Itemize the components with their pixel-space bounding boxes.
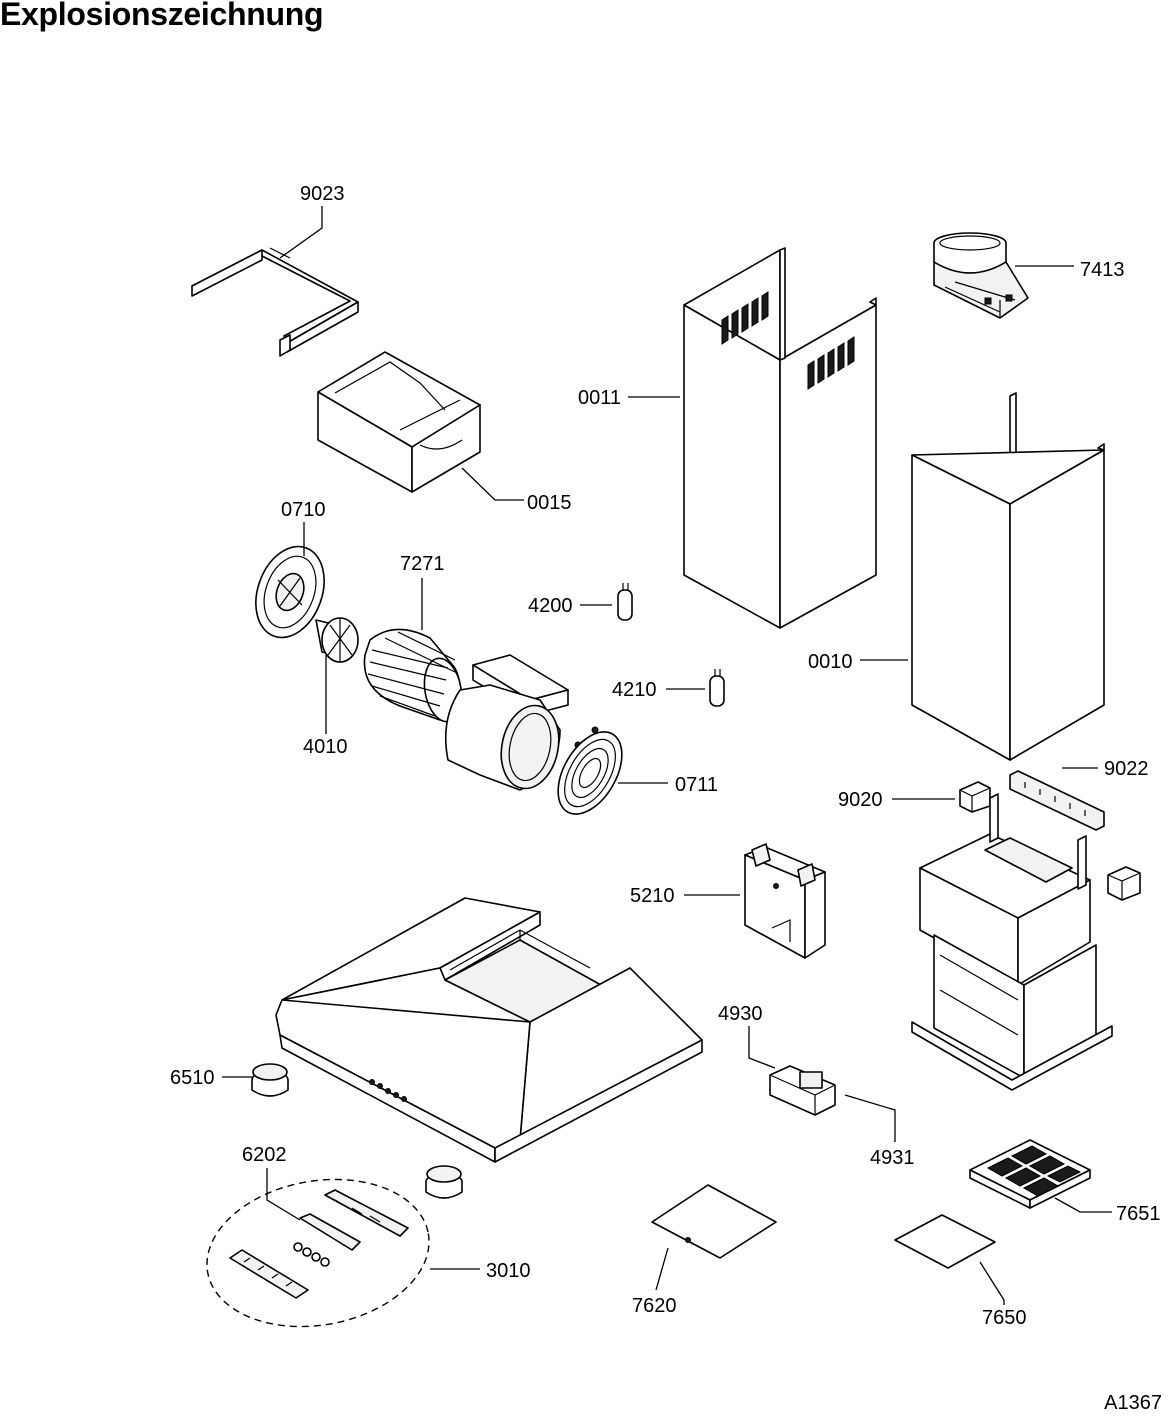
part-label-3010: 3010	[486, 1260, 531, 1282]
part-label-7651: 7651	[1116, 1203, 1161, 1225]
motor-plate-part	[255, 545, 325, 639]
mounting-frame-part	[191, 247, 359, 357]
air-adapter-part	[933, 232, 1029, 319]
switch-kit-part	[206, 1178, 430, 1328]
part-label-0011: 0011	[578, 387, 621, 409]
inlet-grille-part	[557, 731, 623, 815]
part-label-5210: 5210	[630, 885, 675, 907]
fan-housing-part	[444, 654, 599, 791]
part-label-4200: 4200	[528, 595, 573, 617]
part-label-9020: 9020	[838, 789, 883, 811]
part-labels: 9023 7413 0011 0015 0710 7271 4200 0010 …	[170, 183, 1161, 1329]
part-label-0010: 0010	[808, 651, 853, 673]
capacitor-part	[709, 669, 725, 707]
part-label-7620: 7620	[632, 1295, 677, 1317]
control-module-part	[744, 843, 826, 959]
knob-part	[425, 1165, 463, 1199]
part-label-6202: 6202	[242, 1144, 287, 1166]
document-code: A1367	[1104, 1392, 1162, 1414]
bracket-clip-part	[959, 781, 991, 813]
leader-lines	[222, 206, 1112, 1305]
carbon-filter-part	[969, 1139, 1091, 1209]
part-label-4930: 4930	[718, 1003, 763, 1025]
part-label-6510: 6510	[170, 1067, 215, 1089]
part-label-0711: 0711	[675, 774, 718, 796]
filter-plate-part	[651, 1184, 777, 1259]
part-label-0710: 0710	[281, 499, 326, 521]
upper-chimney-part	[683, 247, 877, 629]
rail-part	[1009, 770, 1105, 831]
filter-pad-part	[894, 1214, 996, 1269]
part-label-4010: 4010	[303, 736, 348, 758]
part-label-9023: 9023	[300, 183, 345, 205]
part-label-7271: 7271	[400, 553, 445, 575]
capacitor-part	[617, 583, 633, 621]
part-label-9022: 9022	[1104, 758, 1149, 780]
motor-part	[315, 617, 359, 663]
hood-body-part	[275, 897, 703, 1163]
knob-part	[251, 1063, 289, 1097]
part-label-4931: 4931	[870, 1147, 915, 1169]
part-label-4210: 4210	[612, 679, 657, 701]
blower-chassis-part	[911, 793, 1113, 1091]
part-label-7413: 7413	[1080, 259, 1125, 281]
page-title: Explosionszeichnung	[0, 0, 324, 32]
part-label-0015: 0015	[527, 492, 572, 514]
lower-chimney-part	[911, 392, 1105, 761]
part-label-7650: 7650	[982, 1307, 1027, 1329]
duct-box-part	[317, 351, 481, 493]
transformer-part	[769, 1065, 836, 1116]
bracket-clip-part	[1107, 866, 1141, 901]
